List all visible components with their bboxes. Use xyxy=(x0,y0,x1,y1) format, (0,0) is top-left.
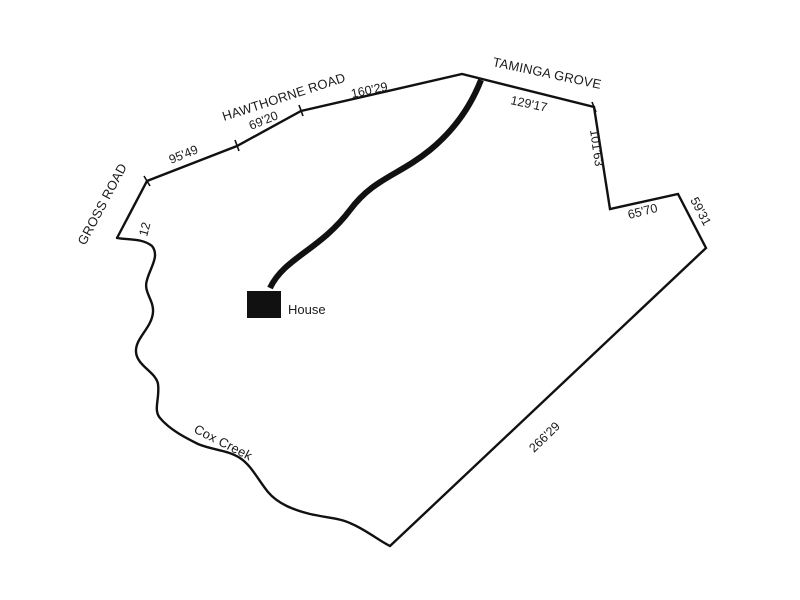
cox-creek-line xyxy=(115,236,392,548)
house-label: House xyxy=(288,302,326,317)
dimension-taminga-1: 129'17 xyxy=(509,93,548,114)
house-icon xyxy=(247,291,281,318)
cox-creek-label: Cox Creek xyxy=(192,421,255,463)
driveway xyxy=(267,78,484,290)
survey-pegs xyxy=(143,101,597,187)
dimension-gross-road: 12 xyxy=(136,221,153,238)
dimension-east-side: 101'63 xyxy=(587,128,606,167)
dimension-notch-east: 59'31 xyxy=(687,195,714,228)
hawthorne-road-label: HAWTHORNE ROAD xyxy=(220,70,347,124)
property-boundary xyxy=(115,72,708,547)
dimension-hawthorne-3: 160'29 xyxy=(350,80,389,101)
gross-road-label: GROSS ROAD xyxy=(74,161,130,248)
dimension-south-east: 266'29 xyxy=(526,419,562,455)
